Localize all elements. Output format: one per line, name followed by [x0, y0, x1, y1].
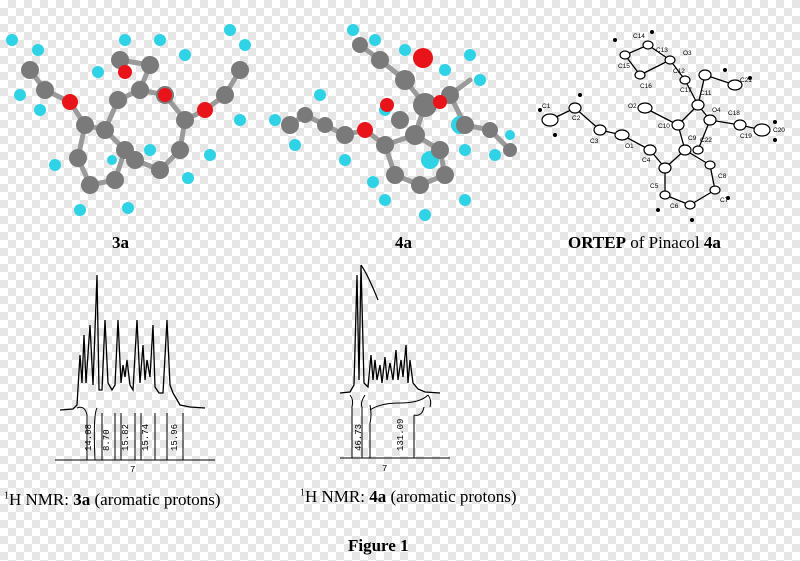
ortep-atom-C18: C18 [728, 110, 740, 117]
ortep-atom-O4: O4 [712, 107, 721, 114]
nmr-4a-caption: 1H NMR: 4a (aromatic protons) [300, 487, 517, 506]
molecule-4a-model [269, 24, 517, 221]
nmr-3a-integral-1: 14.08 [84, 424, 94, 451]
ortep-atom-C10: C10 [658, 123, 670, 130]
ortep-prefix: ORTEP [568, 233, 626, 252]
ortep-atom-C17: C17 [680, 87, 692, 94]
nmr-4a-integral-2: 131.09 [396, 419, 406, 451]
ortep-atom-C3: C3 [590, 138, 599, 145]
nmr-3a-ppm-tick: 7 [130, 465, 135, 475]
ortep-atom-C21: C21 [740, 77, 752, 84]
ortep-atom-O3: O3 [683, 50, 692, 57]
nmr-3a-integral-2: 8.70 [102, 429, 112, 451]
nmr-4a-panel: 46.73 131.09 7 [339, 264, 450, 475]
nmr-3a-caption: 1H NMR: 3a (aromatic protons) [4, 490, 221, 509]
nmr-4a-integral-1: 46.73 [354, 424, 364, 451]
ortep-atom-C15: C15 [618, 63, 630, 70]
ortep-atom-C8: C8 [718, 173, 727, 180]
ortep-atom-C16: C16 [640, 83, 652, 90]
figure-caption: Figure 1 [348, 536, 409, 555]
ortep-panel: C1 C2 C3 O1 C4 C5 C6 C7 C8 C9 C10 O2 C11… [530, 10, 800, 230]
nmr-3a-integral-4: 15.74 [141, 424, 151, 451]
molecule-3a-model [6, 24, 251, 216]
label-3a: 3a [112, 233, 129, 252]
label-4a: 4a [395, 233, 412, 252]
ortep-atom-C14: C14 [633, 33, 645, 40]
ortep-atom-C11: C11 [700, 90, 712, 97]
ortep-atom-C9: C9 [688, 135, 697, 142]
ortep-atom-C6: C6 [670, 203, 679, 210]
ortep-atom-C12: C12 [673, 68, 685, 75]
molecule-4a-panel [265, 10, 520, 230]
nmr-3a-integral-3: 15.82 [121, 424, 131, 451]
ortep-atom-C20: C20 [773, 127, 785, 134]
ortep-atom-C5: C5 [650, 183, 659, 190]
molecule-3a-panel [0, 10, 251, 230]
ortep-atom-C22: C22 [700, 137, 712, 144]
nmr-4a-spectrum: 46.73 131.09 7 [339, 264, 450, 474]
ortep-atom-C2: C2 [572, 115, 581, 122]
ortep-atom-O1: O1 [625, 143, 634, 150]
nmr-3a-integral-5: 15.96 [170, 424, 180, 451]
ortep-middle: of Pinacol [625, 233, 704, 252]
nmr-4a-ppm-tick: 7 [382, 464, 387, 474]
ortep-atom-C1: C1 [542, 103, 551, 110]
ortep-compound: 4a [703, 233, 721, 252]
ortep-atom-O2: O2 [628, 103, 637, 110]
ortep-caption: ORTEP of Pinacol 4a [568, 233, 721, 253]
ortep-atom-C19: C19 [740, 133, 752, 140]
ortep-atom-C13: C13 [656, 47, 668, 54]
ortep-atom-C7: C7 [720, 197, 729, 204]
nmr-3a-panel: 14.08 8.70 15.82 15.74 15.96 7 [55, 265, 215, 475]
ortep-atom-C4: C4 [642, 157, 651, 164]
ortep-structure: C1 C2 C3 O1 C4 C5 C6 C7 C8 C9 C10 O2 C11… [538, 30, 785, 222]
nmr-3a-spectrum: 14.08 8.70 15.82 15.74 15.96 7 [55, 274, 215, 475]
